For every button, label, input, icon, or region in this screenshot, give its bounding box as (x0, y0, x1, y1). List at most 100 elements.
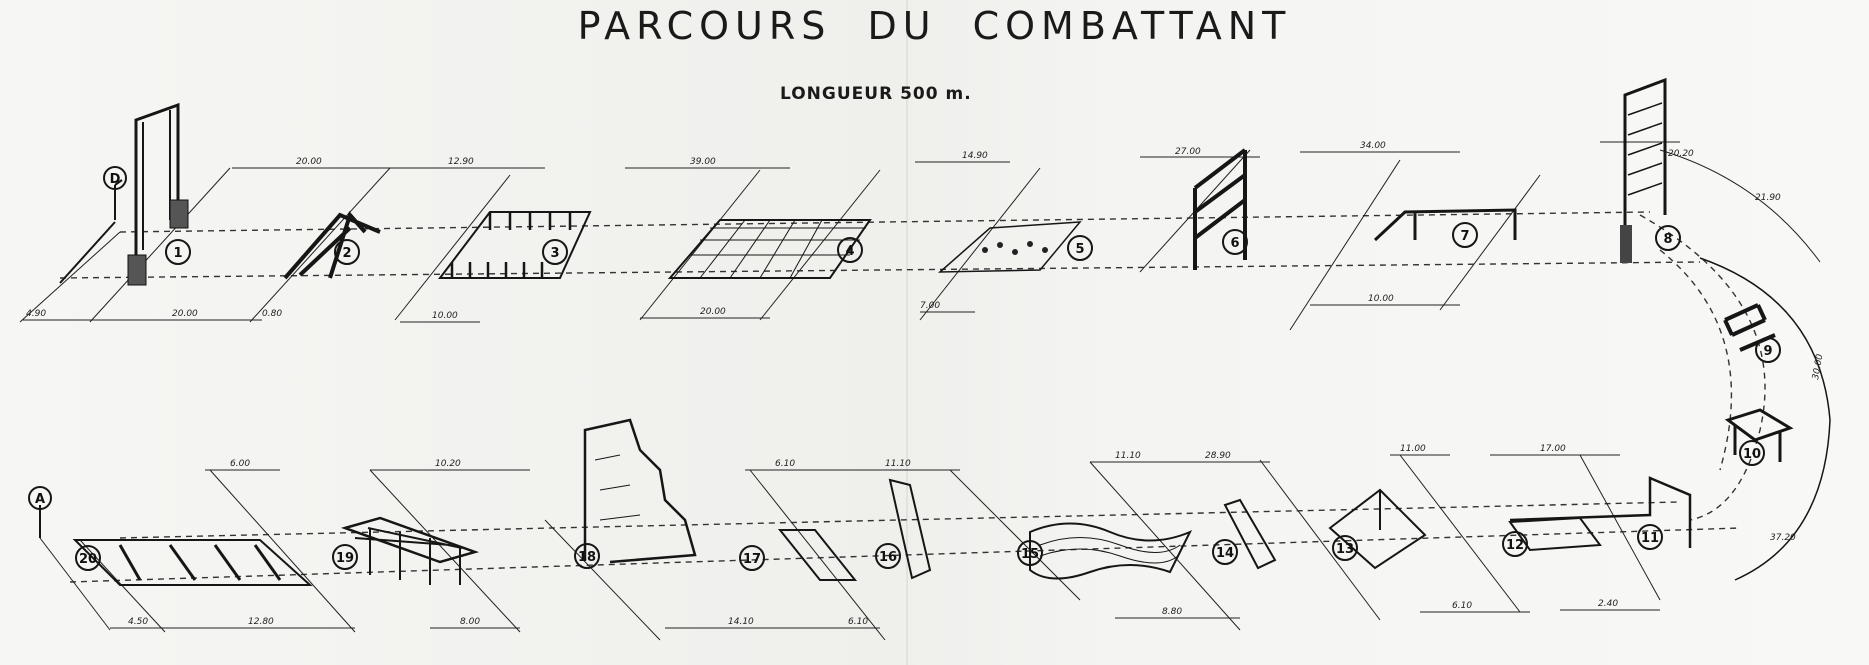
svg-text:16: 16 (879, 550, 897, 565)
svg-text:4: 4 (845, 244, 854, 259)
dim-top-2: 12.90 (448, 157, 474, 167)
dim-lower-bottom-3: 8.00 (460, 617, 480, 627)
svg-text:17: 17 (743, 552, 761, 567)
obstacle-number-2: 2 (334, 239, 360, 265)
svg-text:11: 11 (1641, 531, 1659, 546)
dim-top-1: 20.00 (296, 157, 322, 167)
obstacle-19-grid (340, 516, 480, 585)
dim-lower-top-2: 10.20 (435, 459, 461, 469)
obstacle-number-4: 4 (837, 237, 863, 263)
dim-lower-bottom-1: 4.50 (128, 617, 148, 627)
svg-text:D: D (110, 172, 121, 187)
dim-top-4: 14.90 (962, 151, 988, 161)
dim-lower-bottom-7: 6.10 (1452, 601, 1472, 611)
obstacle-17-pit (777, 529, 858, 581)
svg-text:18: 18 (578, 550, 596, 565)
obstacle-number-18: 18 (574, 543, 600, 569)
obstacle-number-11: 11 (1637, 524, 1663, 550)
svg-text:6: 6 (1230, 236, 1239, 251)
dim-lower-bottom-8: 2.40 (1598, 599, 1618, 609)
lower-guides (39, 454, 1661, 641)
obstacle-number-10: 10 (1739, 440, 1765, 466)
obstacle-number-13: 13 (1332, 535, 1358, 561)
obstacle-16-wall (888, 478, 932, 580)
dim-curve-1: 30.00 (1811, 353, 1825, 380)
svg-text:9: 9 (1763, 344, 1772, 359)
obstacle-number-16: 16 (875, 543, 901, 569)
dim-lower-top-4: 11.10 (885, 459, 911, 469)
obstacle-number-15: 15 (1017, 540, 1043, 566)
obstacle-13-inclined-wall (1328, 488, 1427, 570)
svg-text:19: 19 (336, 551, 354, 566)
dim-lower-bottom-6: 8.80 (1162, 607, 1182, 617)
obstacle-number-12: 12 (1502, 531, 1528, 557)
svg-text:14: 14 (1216, 546, 1234, 561)
obstacle-1-wall (59, 102, 189, 286)
obstacle-number-8: 8 (1655, 225, 1681, 251)
dim-upper-bottom-2: 20.00 (172, 309, 198, 319)
dim-top-7: 20.20 (1668, 149, 1694, 159)
page-subtitle: LONGUEUR 500 m. (780, 84, 972, 104)
dim-upper-bottom-1: 4.90 (26, 309, 46, 319)
obstacle-18-climbing-wall (583, 418, 697, 564)
obstacle-10-table (1724, 408, 1794, 462)
obstacle-number-6: 6 (1222, 229, 1248, 255)
obstacle-15-uneven-ground (1029, 522, 1193, 580)
svg-text:10: 10 (1743, 447, 1761, 462)
obstacle-number-3: 3 (542, 239, 568, 265)
obstacle-number-5: 5 (1067, 235, 1093, 261)
obstacle-number-9: 9 (1755, 337, 1781, 363)
obstacle-4-net-crawl (667, 219, 872, 279)
dim-lower-top-3: 6.10 (775, 459, 795, 469)
obstacle-number-1: 1 (165, 239, 191, 265)
dim-lower-top-7: 11.00 (1400, 444, 1426, 454)
svg-text:13: 13 (1336, 542, 1354, 557)
dimension-labels: 20.00 12.90 39.00 14.90 27.00 34.00 20.2… (26, 141, 1825, 627)
dim-lower-bottom-4: 14.10 (728, 617, 754, 627)
dim-lower-top-6: 28.90 (1205, 451, 1231, 461)
svg-text:5: 5 (1075, 242, 1084, 257)
dim-upper-bottom-5: 20.00 (700, 307, 726, 317)
obstacle-number-17: 17 (739, 545, 765, 571)
upper-guides (19, 141, 1821, 331)
obstacle-7-beam (1373, 208, 1517, 242)
start-marker: D (103, 166, 127, 190)
svg-text:3: 3 (550, 246, 559, 261)
dim-lower-top-5: 11.10 (1115, 451, 1141, 461)
dim-top-5: 27.00 (1175, 147, 1201, 157)
obstacle-11-ramp-wall (1509, 476, 1692, 548)
finish-marker: A (28, 486, 52, 510)
dim-lower-bottom-2: 12.80 (248, 617, 274, 627)
obstacle-12-ditch (1508, 516, 1602, 552)
svg-text:1: 1 (173, 246, 182, 261)
dim-lower-bottom-9: 37.20 (1770, 533, 1796, 543)
paper-fold-line (906, 0, 908, 665)
svg-text:20: 20 (79, 552, 97, 567)
obstacle-20-trench (39, 505, 313, 586)
obstacle-5-stepping-stones (937, 221, 1082, 273)
svg-text:7: 7 (1460, 229, 1469, 244)
svg-text:2: 2 (342, 246, 351, 261)
dim-lower-top-8: 17.00 (1540, 444, 1566, 454)
svg-text:15: 15 (1021, 547, 1039, 562)
obstacle-number-7: 7 (1452, 222, 1478, 248)
obstacle-number-19: 19 (332, 544, 358, 570)
obstacle-6-ladder (1193, 148, 1247, 270)
dim-upper-bottom-3: 0.80 (262, 309, 282, 319)
dim-lower-top-1: 6.00 (230, 459, 250, 469)
svg-text:8: 8 (1663, 232, 1672, 247)
page-title: PARCOURS DU COMBATTANT (577, 4, 1292, 48)
dim-upper-bottom-4: 10.00 (432, 311, 458, 321)
dim-top-8: 21.90 (1755, 193, 1781, 203)
obstacle-number-14: 14 (1212, 539, 1238, 565)
obstacle-3-low-wire (437, 211, 592, 279)
dim-lower-bottom-5: 6.10 (848, 617, 868, 627)
obstacle-number-20: 20 (75, 545, 101, 571)
svg-text:A: A (35, 492, 45, 507)
obstacle-8-climbing-ladder (1620, 77, 1667, 263)
dim-upper-bottom-7: 10.00 (1368, 294, 1394, 304)
dim-top-6: 34.00 (1360, 141, 1386, 151)
obstacle-number-labels: 1 2 3 4 5 6 7 8 9 10 11 12 13 14 15 16 1… (28, 166, 1781, 571)
